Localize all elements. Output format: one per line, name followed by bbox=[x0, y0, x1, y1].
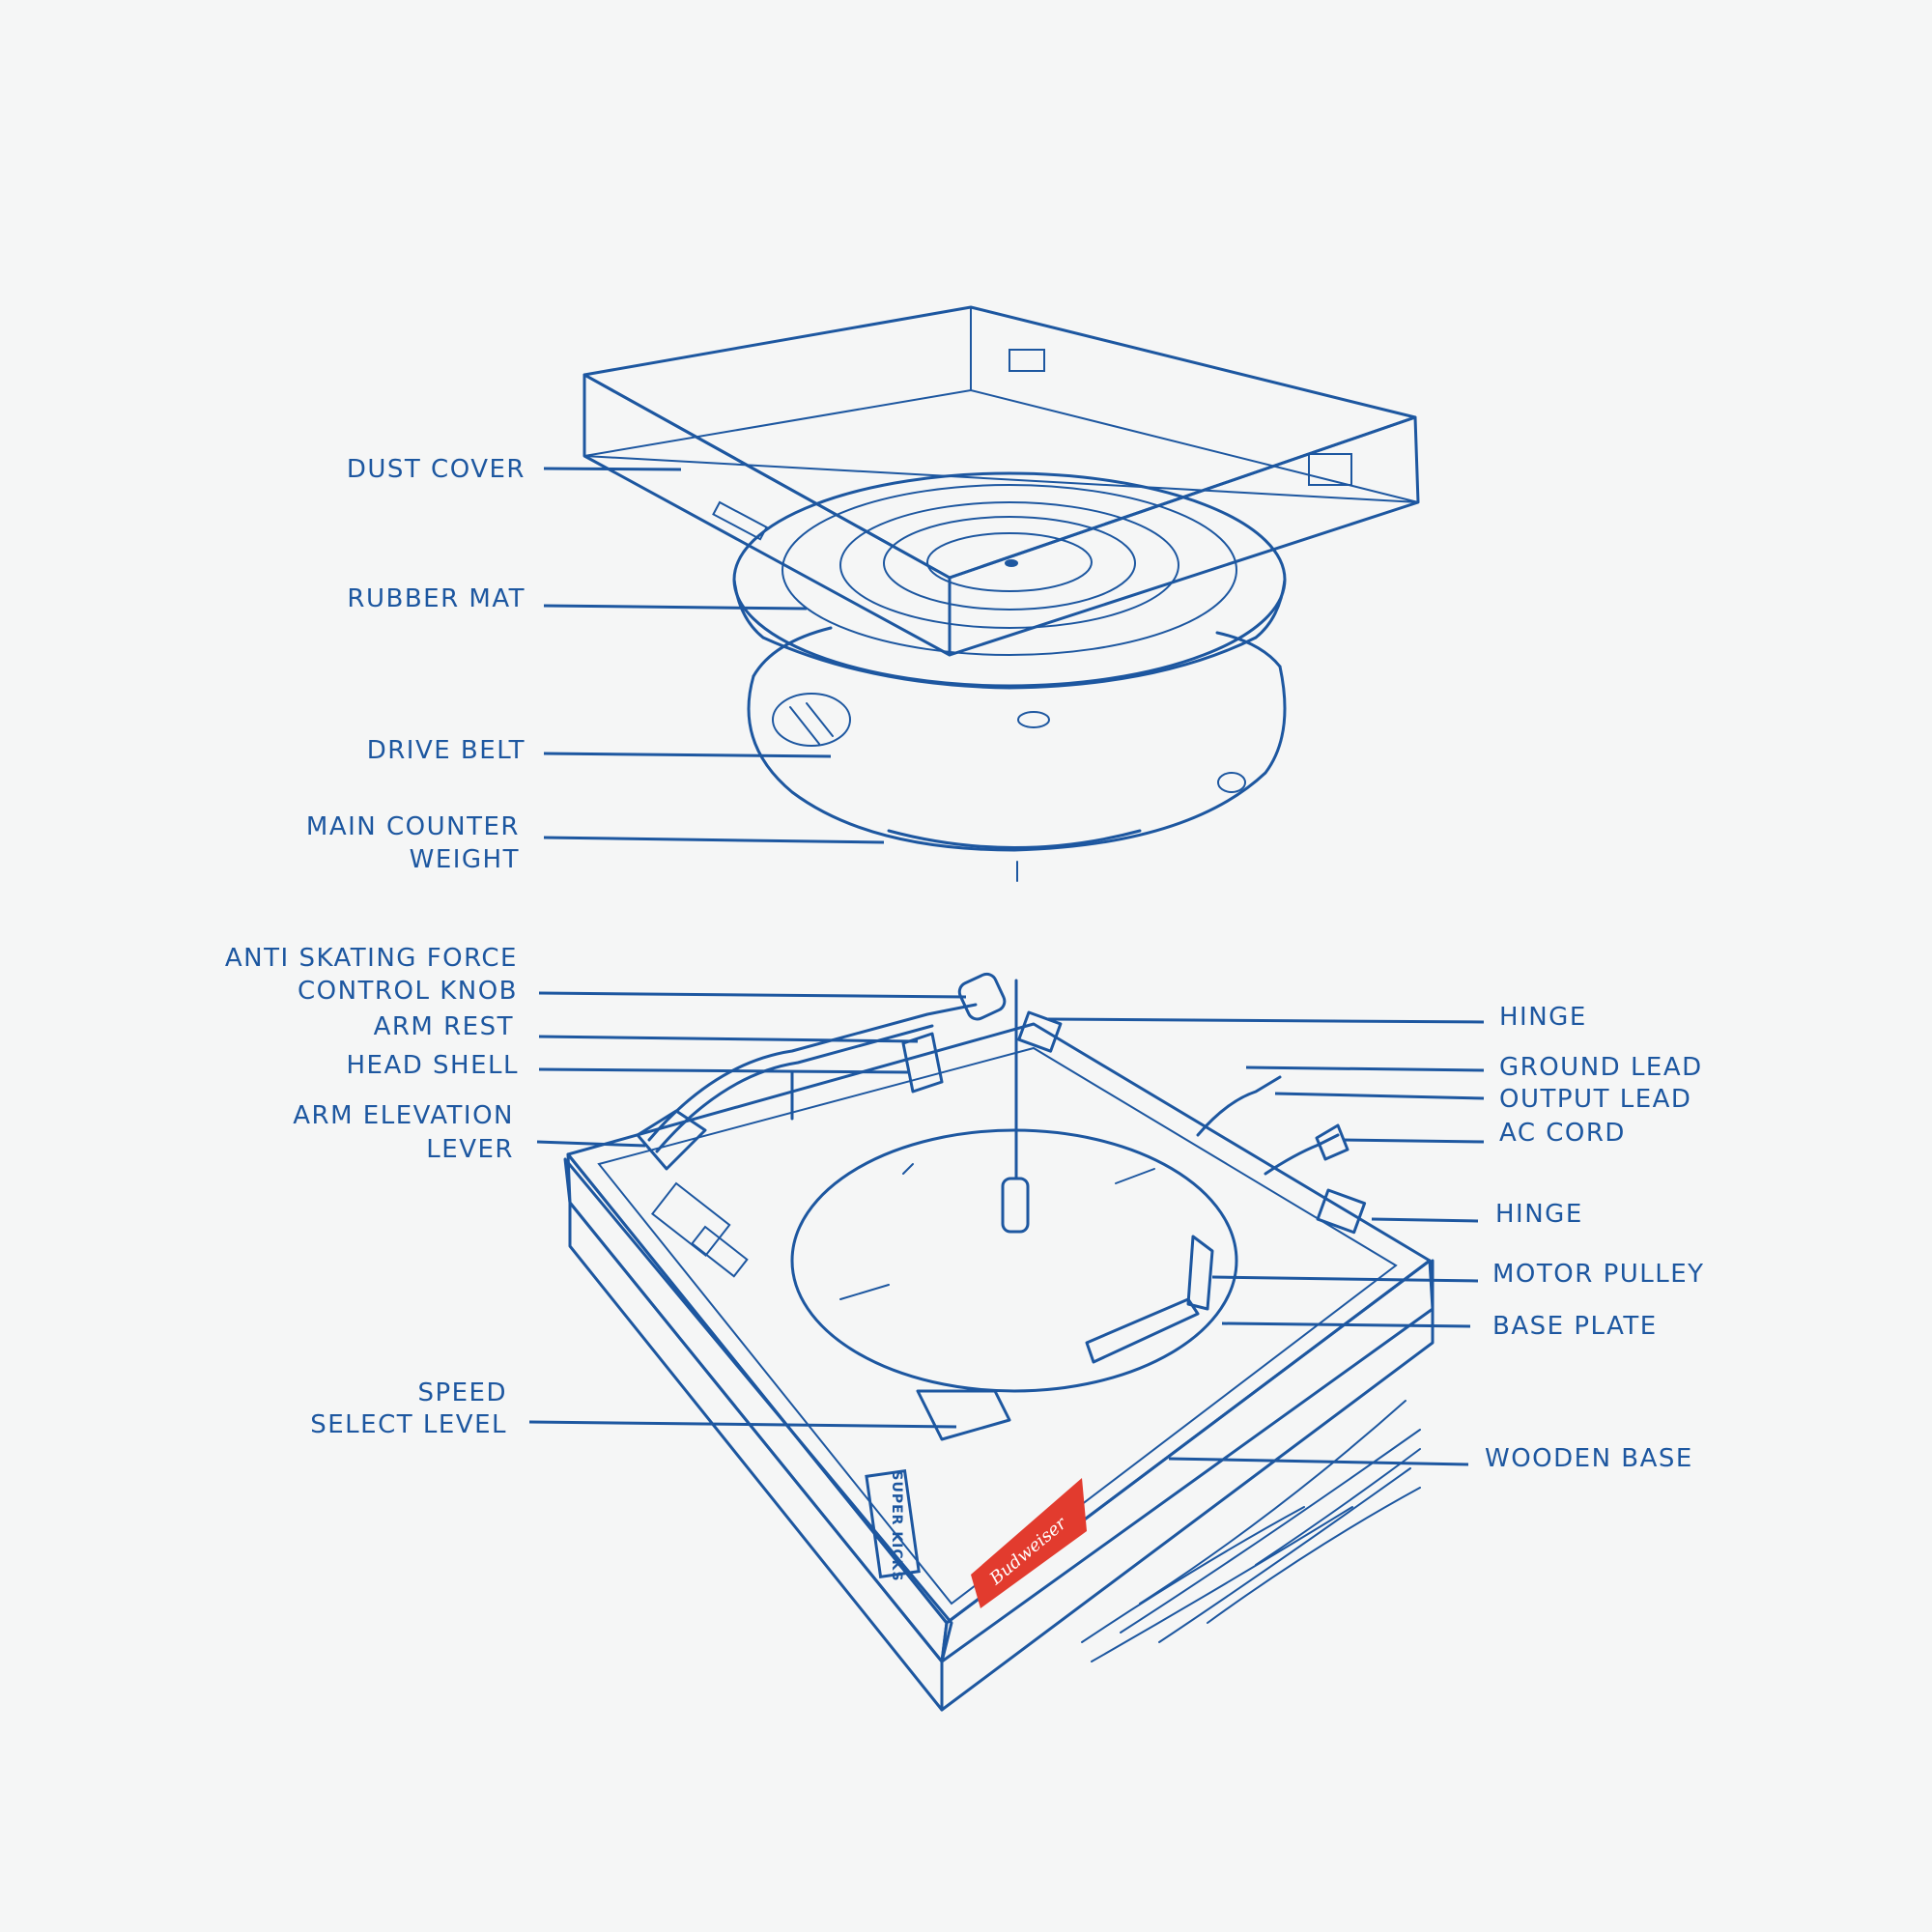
label-wooden-base: WOODEN BASE bbox=[1485, 1444, 1693, 1473]
leader-lines bbox=[528, 467, 1485, 1466]
super-kicks-badge: SUPER KICKS bbox=[865, 1469, 921, 1582]
label-rubber-mat: RUBBER MAT bbox=[347, 584, 526, 613]
label-arm-elevation-2: LEVER bbox=[426, 1135, 514, 1164]
dust-cover-front bbox=[582, 373, 952, 657]
dust-cover-tab bbox=[712, 500, 768, 541]
well-mark-2 bbox=[1115, 1168, 1155, 1184]
head-shell bbox=[636, 1109, 707, 1171]
label-main-counter-weight-2: WEIGHT bbox=[410, 845, 520, 874]
mat-groove-2 bbox=[839, 501, 1179, 629]
dust-cover-inner-edges bbox=[583, 388, 1419, 503]
speed-select-slot bbox=[691, 1225, 749, 1278]
label-hinge-top: HINGE bbox=[1499, 1003, 1587, 1032]
anti-skating-knob bbox=[957, 972, 1007, 1021]
label-ground-lead: GROUND LEAD bbox=[1499, 1053, 1703, 1082]
turntable-base bbox=[563, 972, 1435, 1712]
label-output-lead: OUTPUT LEAD bbox=[1499, 1085, 1691, 1114]
label-main-counter-weight-1: MAIN COUNTER bbox=[306, 812, 520, 841]
label-hinge-bottom: HINGE bbox=[1495, 1200, 1583, 1229]
hinge-top-part bbox=[1017, 1010, 1063, 1053]
well-mark-1 bbox=[839, 1284, 890, 1300]
belt-window bbox=[772, 693, 851, 747]
label-base-plate: BASE PLATE bbox=[1492, 1312, 1658, 1341]
platter-well bbox=[790, 1128, 1238, 1393]
mat-side-left bbox=[732, 578, 765, 639]
label-speed-select-2: SELECT LEVEL bbox=[310, 1410, 507, 1439]
well-mark-3 bbox=[902, 1163, 914, 1175]
label-motor-pulley: MOTOR PULLEY bbox=[1492, 1260, 1705, 1289]
label-drive-belt: DRIVE BELT bbox=[367, 736, 526, 765]
ac-plug bbox=[1315, 1123, 1350, 1161]
housing-hole bbox=[1217, 772, 1246, 793]
arm-rest bbox=[901, 1032, 944, 1094]
label-arm-rest: ARM REST bbox=[374, 1012, 514, 1041]
label-anti-skating-2: CONTROL KNOB bbox=[298, 977, 518, 1006]
counter-weight-rim bbox=[887, 829, 1142, 849]
label-arm-elevation-1: ARM ELEVATION bbox=[293, 1101, 514, 1130]
label-anti-skating-1: ANTI SKATING FORCE bbox=[225, 944, 518, 973]
label-head-shell: HEAD SHELL bbox=[346, 1051, 519, 1080]
mat-groove-3 bbox=[883, 516, 1136, 611]
dust-cover-hinge-slot-2 bbox=[1308, 453, 1352, 486]
label-dust-cover: DUST COVER bbox=[347, 455, 526, 484]
badge-text: SUPER KICKS bbox=[889, 1470, 904, 1581]
label-speed-select-1: SPEED bbox=[417, 1378, 507, 1407]
spindle-post bbox=[1001, 1177, 1030, 1234]
motor-pulley bbox=[1186, 1235, 1214, 1311]
labels: DUST COVER RUBBER MAT DRIVE BELT MAIN CO… bbox=[225, 455, 1705, 1473]
housing-top-edge-right bbox=[1215, 631, 1282, 668]
dust-cover bbox=[582, 305, 1420, 657]
mat-bottom-edge bbox=[761, 636, 1258, 690]
platter-assembly bbox=[732, 471, 1287, 882]
mat-groove-1 bbox=[781, 484, 1237, 656]
speed-select-lever bbox=[916, 1389, 1011, 1441]
spindle-hole bbox=[1017, 711, 1050, 728]
housing-top-edge-left bbox=[752, 626, 833, 678]
belt-window-hatch bbox=[789, 706, 820, 745]
arm-rest-plate bbox=[650, 1181, 731, 1258]
base-plate-inner bbox=[597, 1046, 1398, 1605]
mat-center-dot bbox=[1005, 559, 1018, 567]
mat-groove-4 bbox=[926, 532, 1093, 592]
tonearm bbox=[647, 1003, 978, 1142]
ac-cord bbox=[1264, 1133, 1340, 1176]
belt-window-hatch-2 bbox=[806, 702, 834, 737]
ground-output-leads bbox=[1196, 1075, 1282, 1137]
dust-cover-hinge-slot-1 bbox=[1009, 349, 1045, 372]
wooden-base-front-fill bbox=[563, 1157, 953, 1663]
motor-mount bbox=[1085, 1297, 1200, 1364]
dust-cover-side bbox=[948, 415, 1420, 657]
budweiser-logo: Budweiser bbox=[971, 1478, 1087, 1608]
label-ac-cord: AC CORD bbox=[1499, 1119, 1626, 1148]
drive-belt-housing bbox=[747, 665, 1287, 852]
hinge-bottom-part bbox=[1316, 1188, 1367, 1235]
mat-side-right bbox=[1254, 578, 1287, 639]
tonearm-lower bbox=[655, 1024, 934, 1153]
